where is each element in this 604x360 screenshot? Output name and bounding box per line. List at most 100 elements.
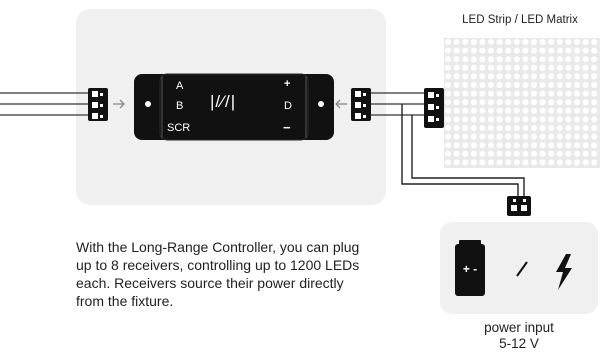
led-dot [531,142,537,149]
led-dot [548,107,555,114]
led-dot [531,47,537,54]
led-dot [531,159,537,166]
led-dot [470,99,477,106]
led-dot [513,82,520,88]
led-dot [548,142,555,149]
led-dot [445,90,451,97]
led-dot [582,56,589,63]
led-dot [574,90,580,97]
led-dot [496,159,503,166]
led-dot [513,56,520,63]
led-dot [565,82,572,88]
led-dot [574,39,580,45]
led-dot [479,107,486,114]
led-dot [505,133,512,140]
led-dot [470,125,477,131]
led-dot [453,142,460,149]
led-dot [496,142,503,149]
left-wires [0,92,88,116]
controller-label-b: B [176,100,184,112]
led-dot [574,142,580,149]
led-dot [496,90,503,97]
led-dot [591,150,598,157]
led-dot [505,39,512,45]
led-dot [505,64,512,71]
power-label-line1: power input [484,320,554,335]
led-dot [445,116,451,123]
led-dot [531,73,537,80]
led-dot [565,56,572,63]
led-dot [479,133,486,140]
led-dot [522,125,529,131]
led-dot [505,73,512,80]
led-dot [531,150,537,157]
led-dot [539,90,546,97]
led-dot [496,107,503,114]
led-dot [513,133,520,140]
led-dot [470,47,477,54]
led-dot [531,125,537,131]
led-dot [548,159,555,166]
led-dot [453,73,460,80]
led-dot [445,73,451,80]
led-dot [445,56,451,63]
led-dot [539,82,546,88]
led-dot [496,39,503,45]
led-dot [453,125,460,131]
led-dot [496,99,503,106]
description-text: With the Long-Range Controller, you can … [76,239,360,309]
led-dot [505,99,512,106]
led-dot [453,107,460,114]
led-dot [582,133,589,140]
led-dot [488,116,494,123]
battery-icon [455,240,485,296]
led-dot [479,39,486,45]
led-dot [548,64,555,71]
led-dot [574,125,580,131]
matrix-title: LED Strip / LED Matrix [462,14,578,26]
led-dot [470,142,477,149]
led-dot [539,56,546,63]
led-dot [505,56,512,63]
led-dot [453,47,460,54]
led-dot [522,150,529,157]
led-dot [488,159,494,166]
led-dot [574,64,580,71]
slash-icon [516,261,528,277]
led-dot [539,142,546,149]
led-dot [565,159,572,166]
led-dot [591,159,598,166]
led-dot [556,64,563,71]
led-dot [513,64,520,71]
led-dot [574,133,580,140]
led-dot [513,39,520,45]
led-dot [591,133,598,140]
power-wires [401,104,525,198]
left-plug [88,88,108,121]
led-dot [548,125,555,131]
led-dot [565,90,572,97]
led-dot [479,150,486,157]
led-dot [462,64,469,71]
led-dot [591,90,598,97]
controller-label-minus: − [283,120,291,135]
led-dot [445,125,451,131]
led-dot [462,133,469,140]
led-dot [582,125,589,131]
led-dot [479,82,486,88]
led-dot [582,159,589,166]
led-dot [462,142,469,149]
led-dot [488,99,494,106]
led-dot [574,82,580,88]
led-dot [453,150,460,157]
led-dot [565,99,572,106]
led-dot [513,99,520,106]
led-dot [574,116,580,123]
led-dot [591,64,598,71]
led-dot [522,133,529,140]
led-dot [488,73,494,80]
led-dot [531,107,537,114]
led-dot [479,116,486,123]
led-dot [488,125,494,131]
